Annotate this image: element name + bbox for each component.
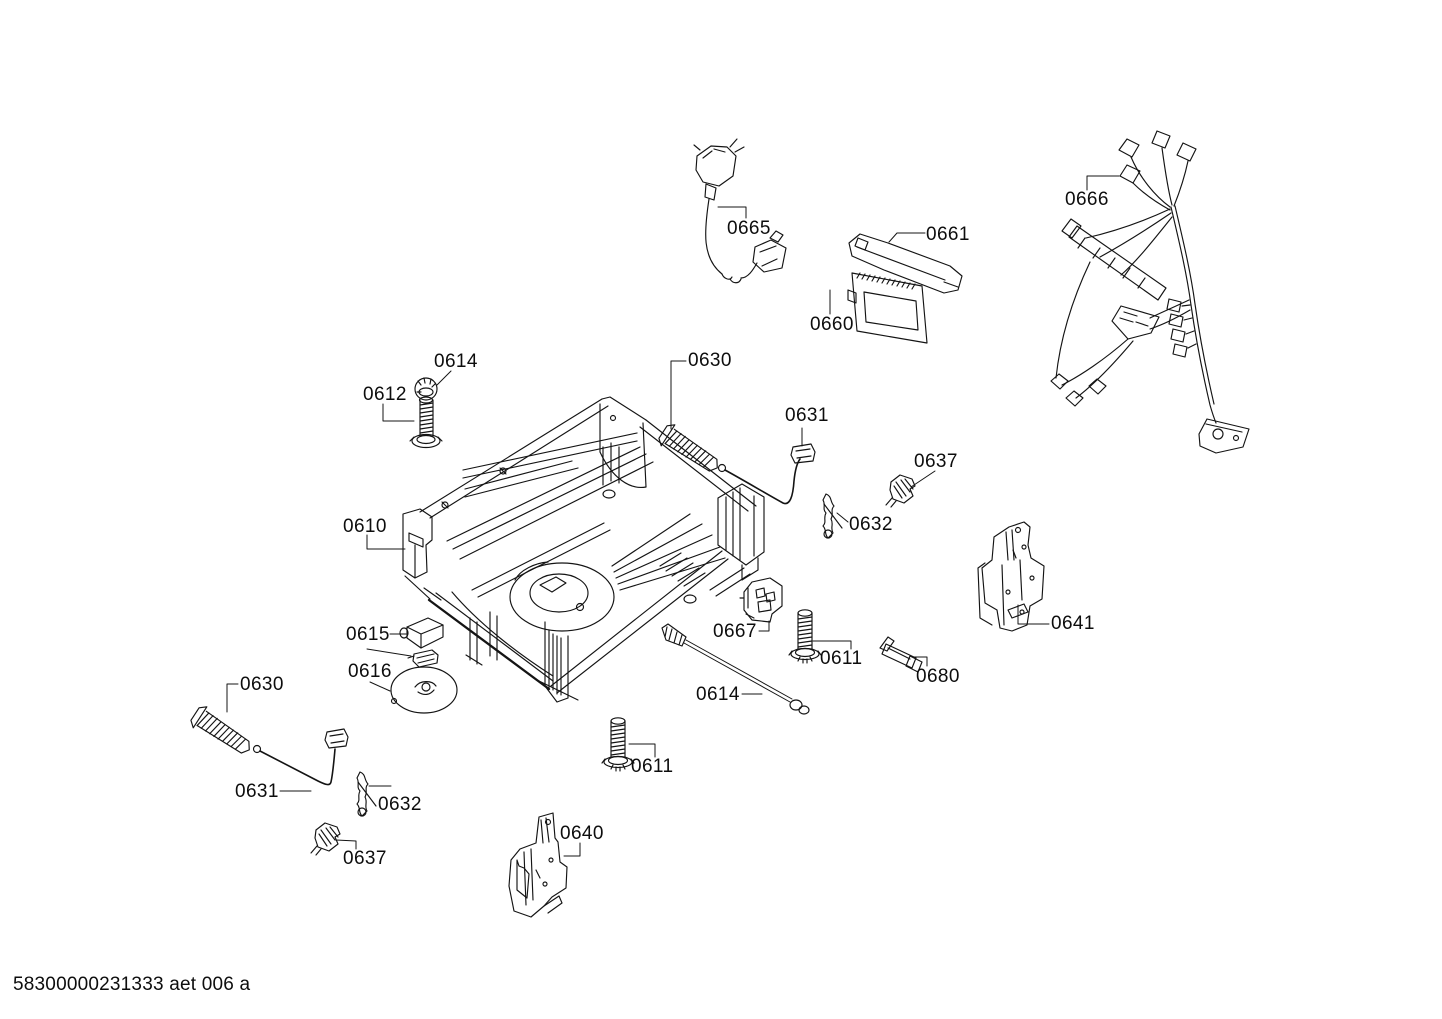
document-code: 58300000231333 aet 006 a <box>13 974 251 995</box>
callout-0611-bottom: 0611 <box>631 756 674 777</box>
callout-0637-bottom: 0637 <box>343 848 387 869</box>
part-0614-rod-drawing <box>661 623 810 715</box>
part-0632-lever-bottom-drawing <box>356 771 377 817</box>
part-0616-cover-drawing <box>390 666 458 714</box>
callout-0666: 0666 <box>1065 189 1109 210</box>
part-0667-block-drawing <box>739 577 783 623</box>
part-0641-bracket-drawing <box>977 521 1045 632</box>
callout-0637-top: 0637 <box>914 451 958 472</box>
callout-0632-bottom: 0632 <box>378 794 422 815</box>
callout-0630-top: 0630 <box>688 350 732 371</box>
callout-0616: 0616 <box>348 661 392 682</box>
part-0630-spring-left-drawing <box>187 703 257 761</box>
part-0660-module-drawing <box>847 272 928 344</box>
part-0666-harness-drawing <box>1050 130 1250 454</box>
callout-0631-top: 0631 <box>785 405 829 426</box>
callout-0660: 0660 <box>810 314 854 335</box>
part-0612-screw-drawing <box>409 396 443 449</box>
part-0630-spring-top-drawing <box>655 421 725 479</box>
callout-0665: 0665 <box>727 218 771 239</box>
part-0661-cover-drawing <box>848 233 963 294</box>
part-0665-cord-drawing <box>693 138 787 284</box>
part-0614-nut-drawing <box>414 377 438 401</box>
callout-0615: 0615 <box>346 624 390 645</box>
callout-0661: 0661 <box>926 224 970 245</box>
callout-0614-bottom: 0614 <box>696 684 740 705</box>
part-0615-switch-drawing <box>399 617 444 668</box>
callout-0610: 0610 <box>343 516 387 537</box>
callout-0630-left: 0630 <box>240 674 284 695</box>
callout-0631-bottom: 0631 <box>235 781 279 802</box>
part-0631-cable-top-drawing <box>717 443 816 505</box>
callout-0612: 0612 <box>363 384 407 405</box>
callout-0680: 0680 <box>916 666 960 687</box>
part-0637-clip-top-drawing <box>885 474 916 508</box>
callout-0632-top: 0632 <box>849 514 893 535</box>
part-0611-screw-right-drawing <box>788 609 822 664</box>
part-0632-lever-top-drawing <box>822 493 843 539</box>
part-0680-clip-drawing <box>879 636 923 673</box>
callout-0614-top: 0614 <box>434 351 478 372</box>
leader-lines <box>226 175 1120 857</box>
callout-0611-right: 0611 <box>820 648 863 669</box>
part-0640-bracket-drawing <box>508 812 568 918</box>
part-0637-clip-bottom-drawing <box>310 822 341 856</box>
callout-0667: 0667 <box>713 621 757 642</box>
part-0631-cable-bottom-drawing <box>252 728 349 786</box>
part-0610-base-drawing <box>402 396 765 703</box>
callout-0641: 0641 <box>1051 613 1095 634</box>
callout-0640: 0640 <box>560 823 604 844</box>
